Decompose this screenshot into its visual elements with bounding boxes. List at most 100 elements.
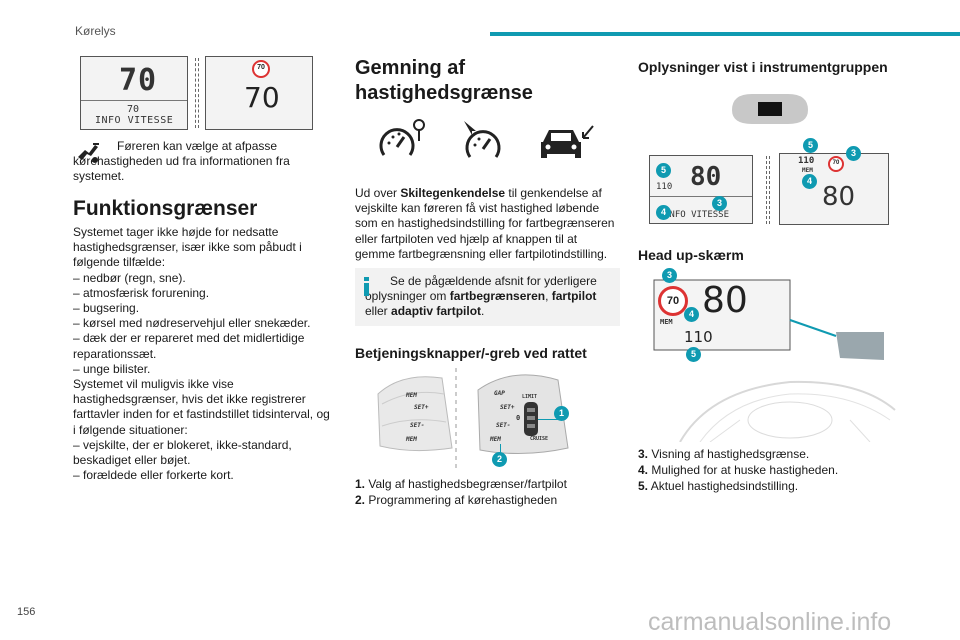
limit-item: – bugsering.: [73, 301, 140, 316]
controls-legend: 1. Valg af hastighedsbegrænser/fartpilot…: [355, 476, 620, 508]
limit-item: – nedbør (regn, sne).: [73, 270, 186, 285]
text-run: eller: [365, 304, 392, 319]
hud-small-speed: 110: [684, 328, 713, 346]
cluster-speed-sign: 70: [828, 156, 844, 172]
cluster-title: Oplysninger vist i instrumentgruppen: [638, 59, 888, 75]
text-bold: adaptiv fartpilot: [391, 304, 482, 319]
display-divider: [198, 58, 199, 128]
watermark: carmanualsonline.info: [648, 608, 892, 636]
hud-legend: 3. Visning af hastighedsgrænse. 4. Mulig…: [638, 446, 900, 494]
text-run: ,: [545, 289, 552, 304]
text-run: Ud over: [355, 186, 401, 200]
display-divider: [195, 58, 196, 128]
callout-5: 5: [803, 138, 818, 153]
limit-item: – dæk der er repareret med det midlertid…: [73, 331, 305, 361]
cruise-label: CRUISE: [530, 436, 549, 442]
speed-sign: 70: [252, 60, 270, 78]
speedo-arrow-icon: [460, 117, 510, 161]
callout-line: [500, 444, 501, 458]
text-run: .: [481, 304, 485, 319]
callout-3: 3: [662, 268, 677, 283]
hud-speed-sign: 70: [658, 286, 688, 316]
header-accent-bar: [490, 32, 960, 36]
limit-item: – vejskilte, der er blokeret, ikke-stand…: [73, 437, 292, 468]
speedo-pin-icon: [378, 117, 428, 161]
legend-num: 3.: [638, 447, 649, 461]
legend-text: Programmering af kørehastigheden: [368, 493, 558, 507]
callout-5: 5: [686, 347, 701, 362]
stalk-label: GAP: [494, 390, 505, 397]
stalk-label: SET+: [500, 404, 515, 411]
cluster-display-left: 70 70 INFO VITESSE: [80, 56, 188, 130]
hud-mem: MEM: [660, 318, 673, 326]
limits-intro: Systemet tager ikke højde for nedsatte h…: [73, 225, 302, 270]
hud-title: Head up-skærm: [638, 247, 744, 263]
legend-num: 1.: [355, 477, 366, 491]
cluster-info-text: INFO VITESSE: [664, 210, 730, 220]
legend-item: 4. Mulighed for at huske hastigheden.: [638, 462, 900, 478]
cluster-divider: [769, 156, 770, 224]
cluster-mem: MEM: [802, 167, 813, 174]
legend-text: Mulighed for at huske hastigheden.: [651, 463, 839, 477]
controls-title: Betjeningsknapper/-greb ved rattet: [355, 345, 587, 361]
hud-big-speed: 80: [702, 280, 748, 321]
hud-illustration: 70 80 MEM 110 3 4 5: [650, 268, 900, 442]
driver-hand-icon: [75, 140, 101, 166]
dashboard-icon: [728, 90, 812, 128]
stalk-label: MEM: [406, 436, 417, 443]
callout-5: 5: [656, 163, 671, 178]
callout-4: 4: [802, 174, 817, 189]
cluster-display-small-right: 110 MEM 70 80: [779, 153, 889, 225]
stalk-label: SET+: [414, 404, 429, 411]
limit-item: – forældede eller forkerte kort.: [73, 468, 234, 483]
display-speed: 70: [119, 63, 158, 98]
callout-4: 4: [656, 205, 671, 220]
info-text: Se de pågældende afsnit for yderligere o…: [365, 274, 612, 320]
section-header: Kørelys: [75, 24, 116, 38]
section-title-limits: Funktionsgrænser: [73, 197, 258, 220]
text-bold: fartpilot: [551, 289, 597, 304]
display-right-speed: 70: [244, 81, 280, 114]
text-bold: fartbegrænseren: [449, 289, 546, 304]
info-icon: [364, 277, 369, 296]
text-run: til genkendelse af vejskilte kan føreren…: [355, 186, 615, 261]
display-small-speed: 70: [127, 104, 140, 115]
callout-2: 2: [492, 452, 507, 467]
stalk-label: SET-: [496, 422, 511, 429]
section-title-memorize: Gemning af hastighedsgrænse: [355, 57, 533, 104]
callout-4: 4: [684, 307, 699, 322]
text-run: Se de pågældende afsnit for yderligere o…: [365, 274, 597, 304]
legend-text: Aktuel hastighedsindstilling.: [650, 479, 799, 493]
stalk-label: MEM: [490, 436, 501, 443]
cluster-divider: [766, 156, 767, 224]
callout-line: [538, 419, 560, 420]
legend-num: 4.: [638, 463, 649, 477]
limits-more: Systemet vil muligvis ikke vise hastighe…: [73, 377, 330, 437]
legend-text: Visning af hastighedsgrænse.: [651, 447, 810, 461]
legend-item: 1. Valg af hastighedsbegrænser/fartpilot: [355, 476, 620, 492]
legend-item: 3. Visning af hastighedsgrænse.: [638, 446, 900, 462]
limit-item: – atmosfærisk forurening.: [73, 285, 210, 300]
text-bold: Skiltegenkendelse: [400, 186, 506, 200]
legend-text: Valg af hastighedsbegrænser/fartpilot: [368, 477, 567, 491]
cluster-display-right: 70 70: [205, 56, 313, 130]
callout-1: 1: [554, 406, 569, 421]
info-box: Se de pågældende afsnit for yderligere o…: [355, 268, 620, 326]
stalk-label: MEM: [406, 392, 417, 399]
legend-num: 2.: [355, 493, 366, 507]
limit-label: LIMIT: [522, 394, 538, 400]
cluster-right-speed: 80: [822, 182, 856, 212]
steering-stalk-illustration: MEM SET+ SET- MEM GAP SET+ SET- MEM LIMI…: [372, 364, 582, 472]
driver-note: Føreren kan vælge at afpasse kørehastigh…: [73, 139, 290, 184]
limit-item: – unge bilister.: [73, 361, 151, 376]
legend-item: 5. Aktuel hastighedsindstilling.: [638, 478, 900, 494]
memorize-paragraph: Ud over Skiltegenkendelse til genkendels…: [355, 186, 620, 262]
display-info-text: INFO VITESSE: [95, 115, 174, 126]
stalk-label: SET-: [410, 422, 425, 429]
car-arrow-icon: [539, 120, 595, 162]
callout-3: 3: [846, 146, 861, 161]
limit-item: – kørsel med nødreservehjul eller snekæd…: [73, 316, 311, 331]
legend-item: 2. Programmering af kørehastigheden: [355, 492, 620, 508]
legend-num: 5.: [638, 479, 649, 493]
zero-label: 0: [516, 414, 521, 422]
